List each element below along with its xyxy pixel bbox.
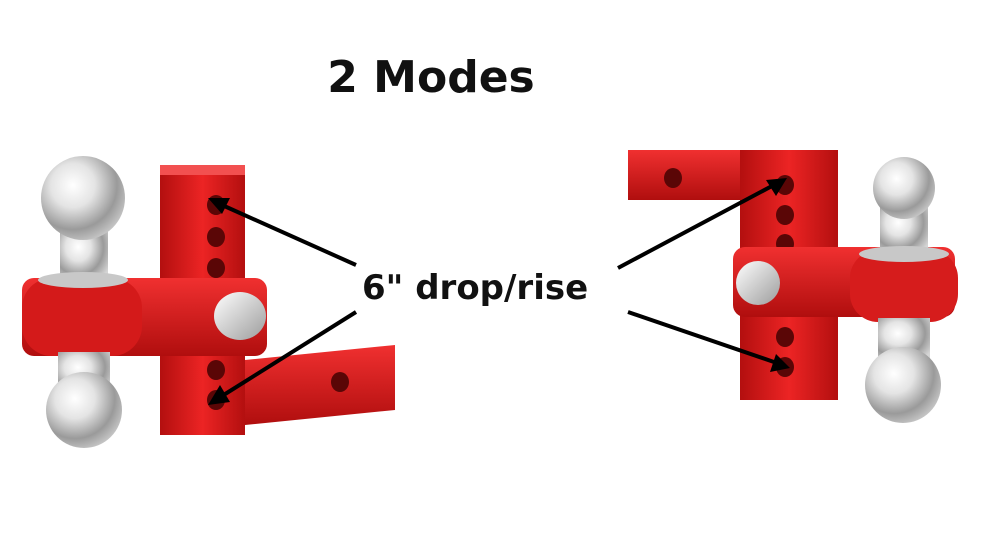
drop-rise-label: 6" drop/rise [362, 268, 589, 308]
callout-arrows [208, 178, 790, 405]
right-hitch [628, 150, 958, 423]
left-hitch [22, 156, 395, 448]
page-title: 2 Modes [327, 52, 535, 103]
